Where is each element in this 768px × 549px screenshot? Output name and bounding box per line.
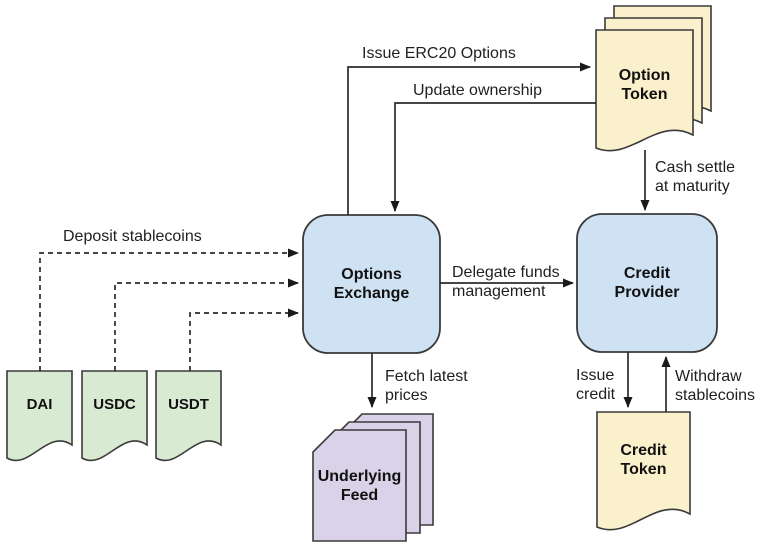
update-ownership-label: Update ownership <box>413 82 542 99</box>
update-ownership-arrow <box>390 102 596 212</box>
option-token-label-line2: Token <box>621 86 668 103</box>
option-token-label-line1: Option <box>618 67 671 84</box>
delegate-funds-label-line2: management <box>452 283 546 300</box>
option-token-doc-front <box>595 29 694 152</box>
usdc-label: USDC <box>93 396 136 413</box>
usdc-shape <box>81 370 148 462</box>
deposit-dai-arrow <box>39 248 299 371</box>
delegate-funds-label: Delegate funds management <box>452 263 560 301</box>
dai-shape <box>6 370 73 462</box>
issue-erc20-label: Issue ERC20 Options <box>362 45 516 62</box>
fetch-prices-label-line1: Fetch latest <box>385 368 468 385</box>
dai-label: DAI <box>26 396 53 413</box>
credit-token-label-line1: Credit <box>620 442 667 459</box>
fetch-prices-label: Fetch latest prices <box>385 367 468 405</box>
issue-credit-label-line1: Issue <box>576 367 615 384</box>
cash-settle-label-line2: at maturity <box>655 178 730 195</box>
deposit-usdc-arrow <box>114 278 299 371</box>
deposit-stablecoins-label: Deposit stablecoins <box>63 228 202 245</box>
usdt-shape <box>155 370 222 462</box>
issue-credit-label-line2: credit <box>576 386 616 403</box>
underlying-feed-card-front <box>312 429 407 542</box>
credit-token-label-line2: Token <box>620 461 667 478</box>
underlying-feed-label: Underlying Feed <box>313 467 406 505</box>
credit-token-label: Credit Token <box>597 441 690 479</box>
credit-provider-label: Credit Provider <box>577 214 717 352</box>
withdraw-stablecoins-label-line2: stablecoins <box>675 387 756 404</box>
fetch-prices-label-line2: prices <box>385 387 428 404</box>
underlying-feed-label-line2: Feed <box>340 487 379 504</box>
options-exchange-label-line2: Exchange <box>333 285 410 302</box>
usdt-label: USDT <box>168 396 209 413</box>
issue-credit-label: Issue credit <box>576 366 615 404</box>
cash-settle-label-line1: Cash settle <box>655 159 736 176</box>
delegate-funds-label-line1: Delegate funds <box>452 264 560 281</box>
option-token-label: Option Token <box>596 66 693 104</box>
credit-provider-box <box>576 213 718 353</box>
withdraw-stablecoins-label-line1: Withdraw <box>675 368 742 385</box>
credit-provider-label-line2: Provider <box>614 284 680 301</box>
underlying-feed-label-line1: Underlying <box>317 468 402 485</box>
issue-erc20-arrow <box>347 62 591 215</box>
credit-token-shape <box>596 411 691 531</box>
underlying-feed-shape <box>312 413 434 542</box>
cash-settle-label: Cash settle at maturity <box>655 158 735 196</box>
options-exchange-label: Options Exchange <box>303 215 440 353</box>
option-token-shape <box>595 5 712 152</box>
options-exchange-label-line1: Options <box>341 266 402 283</box>
deposit-usdt-arrow <box>189 308 299 371</box>
credit-provider-label-line1: Credit <box>623 265 671 282</box>
withdraw-stablecoins-label: Withdraw stablecoins <box>675 367 755 405</box>
